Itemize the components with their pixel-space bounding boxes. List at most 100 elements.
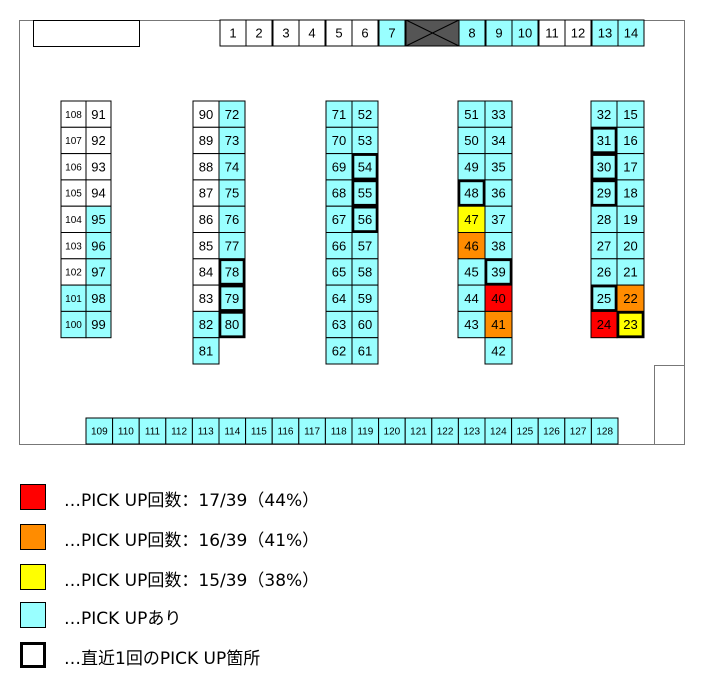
booth-85 xyxy=(192,232,220,260)
booth-number: 78 xyxy=(225,265,239,280)
booth-number: 67 xyxy=(332,212,346,227)
booth-number: 85 xyxy=(199,238,213,253)
booth-number: 25 xyxy=(597,291,611,306)
booth-number: 73 xyxy=(225,133,239,148)
booth-number: 86 xyxy=(199,212,213,227)
booth-60 xyxy=(351,310,379,339)
booth-67 xyxy=(325,205,353,233)
booth-number: 90 xyxy=(199,107,213,122)
booth-number: 98 xyxy=(91,291,105,306)
booth-111 xyxy=(138,417,167,445)
booth-number: 116 xyxy=(278,427,294,438)
booth-number: 24 xyxy=(597,317,611,332)
booth-number: 15 xyxy=(623,107,637,122)
booth-70 xyxy=(325,126,353,155)
booth-number: 120 xyxy=(384,427,401,438)
booth-76 xyxy=(218,205,246,233)
booth-number: 83 xyxy=(199,291,213,306)
booth-63 xyxy=(325,310,353,339)
legend-orange: …PICK UP回数：16/39（41%） xyxy=(20,524,700,552)
booth-number: 87 xyxy=(199,186,213,201)
booth-number: 105 xyxy=(65,189,82,200)
booth-number: 20 xyxy=(623,238,637,253)
booth-number: 63 xyxy=(332,317,346,332)
booth-number: 22 xyxy=(623,291,637,306)
booth-18 xyxy=(616,179,645,207)
booth-number: 69 xyxy=(332,159,346,174)
booth-11 xyxy=(538,19,566,47)
booth-number: 54 xyxy=(358,159,372,174)
booth-number: 14 xyxy=(624,26,638,41)
legend-label-red: …PICK UP回数：17/39（44%） xyxy=(64,491,320,511)
booth-35 xyxy=(484,153,513,181)
booth-46 xyxy=(457,232,486,260)
latest-pickup-outline xyxy=(218,311,246,338)
booth-number: 12 xyxy=(571,26,585,41)
booth-number: 35 xyxy=(491,159,505,174)
booth-number: 72 xyxy=(225,107,239,122)
booth-50 xyxy=(457,126,486,155)
booth-number: 82 xyxy=(199,317,213,332)
booth-number: 13 xyxy=(598,26,612,41)
booth-number: 10 xyxy=(518,26,532,41)
booth-106 xyxy=(60,153,87,181)
booth-47 xyxy=(457,205,486,233)
latest-pickup-outline xyxy=(616,311,645,338)
booth-number: 23 xyxy=(623,317,637,332)
booth-number: 127 xyxy=(570,427,587,438)
booth-number: 76 xyxy=(225,212,239,227)
booth-number: 107 xyxy=(65,136,82,147)
legend-red: …PICK UP回数：17/39（44%） xyxy=(20,484,700,512)
booth-number: 56 xyxy=(358,212,372,227)
booth-102 xyxy=(60,258,87,286)
booth-128 xyxy=(590,417,619,445)
booth-number: 97 xyxy=(91,265,105,280)
booth-38 xyxy=(484,232,513,260)
legend-box: …直近1回のPICK UP箇所 xyxy=(20,642,700,670)
booth-number: 17 xyxy=(623,159,637,174)
booth-94 xyxy=(85,179,112,207)
booth-40 xyxy=(484,284,513,312)
legend-swatch-box xyxy=(20,642,46,668)
latest-pickup-outline xyxy=(351,205,379,233)
booth-number: 109 xyxy=(91,427,108,438)
booth-95 xyxy=(85,205,112,233)
booth-127 xyxy=(564,417,592,445)
booth-number: 65 xyxy=(332,265,346,280)
booth-number: 126 xyxy=(543,427,560,438)
legend-swatch-yellow xyxy=(20,564,46,590)
latest-pickup-outline xyxy=(218,258,246,286)
booth-89 xyxy=(192,126,220,155)
booth-number: 9 xyxy=(495,26,502,41)
booth-number: 2 xyxy=(255,26,262,41)
booth-number: 81 xyxy=(199,344,213,359)
booth-number: 92 xyxy=(91,133,105,148)
booth-number: 118 xyxy=(331,427,347,438)
booth-number: 55 xyxy=(358,186,372,201)
booth-number: 28 xyxy=(597,212,611,227)
latest-pickup-outline xyxy=(351,179,379,207)
legend-swatch-red xyxy=(20,484,46,510)
booth-64 xyxy=(325,284,353,312)
booth-number: 26 xyxy=(597,265,611,280)
booth-24 xyxy=(590,310,618,339)
booth-15 xyxy=(616,100,645,128)
booth-84 xyxy=(192,258,220,286)
booth-41 xyxy=(484,310,513,339)
booth-number: 45 xyxy=(464,265,478,280)
booth-21 xyxy=(616,258,645,286)
booth-120 xyxy=(378,417,406,445)
booth-122 xyxy=(431,417,459,445)
booth-9 xyxy=(485,19,513,47)
booth-12 xyxy=(564,19,592,47)
legend-cyan: …PICK UPあり xyxy=(20,602,700,630)
booth-number: 19 xyxy=(623,212,637,227)
booth-119 xyxy=(351,417,380,445)
booth-73 xyxy=(218,126,246,155)
legend-label-cyan: …PICK UPあり xyxy=(64,609,182,629)
booth-72 xyxy=(218,100,246,128)
booth-number: 50 xyxy=(464,133,478,148)
booth-59 xyxy=(351,284,379,312)
booth-2 xyxy=(245,19,273,47)
booth-126 xyxy=(537,417,566,445)
